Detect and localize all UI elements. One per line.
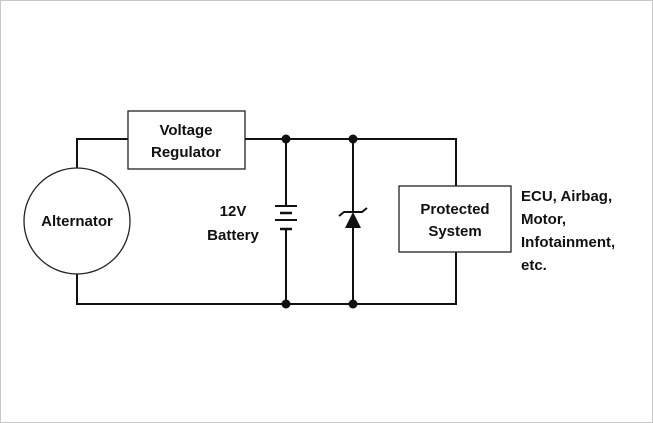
alternator-circle: [23, 167, 131, 275]
voltage-regulator-box: [127, 110, 246, 170]
wire-top-rail: [245, 138, 457, 186]
battery-symbol-icon: [275, 205, 297, 231]
junction-dot: [281, 299, 291, 309]
zener-diode-icon: [338, 207, 368, 228]
wire-protected-bottom: [76, 252, 457, 305]
battery-label-line1: 12V: [220, 203, 247, 220]
battery-label-line2: Battery: [207, 227, 259, 244]
loads-label-line2: Motor,: [521, 211, 566, 228]
junction-dot: [281, 134, 291, 144]
alternator-label: Alternator: [41, 213, 113, 230]
junction-dot: [348, 134, 358, 144]
protected-system-box: [398, 185, 512, 253]
loads-label-line4: etc.: [521, 257, 547, 274]
regulator-label-line1: Voltage: [159, 122, 212, 139]
regulator-label-line2: Regulator: [151, 144, 221, 161]
junction-dot: [348, 299, 358, 309]
protected-label-line2: System: [428, 223, 481, 240]
wire-alternator-top: [76, 138, 128, 174]
loads-label-line3: Infotainment,: [521, 234, 615, 251]
loads-label-line1: ECU, Airbag,: [521, 188, 612, 205]
protected-label-line1: Protected: [420, 201, 489, 218]
